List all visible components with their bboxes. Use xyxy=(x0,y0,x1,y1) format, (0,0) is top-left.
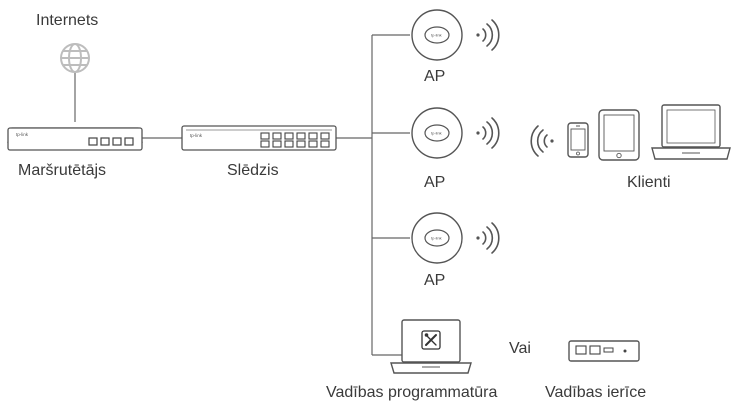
router-brand: tp-link xyxy=(16,132,29,137)
software-label: Vadības programmatūra xyxy=(326,384,498,401)
router-icon: tp-link xyxy=(7,127,143,151)
wifi-signal-icon xyxy=(476,222,500,254)
controller-software-icon xyxy=(390,319,472,374)
svg-text:tp-link: tp-link xyxy=(431,236,442,241)
controller-hardware-icon xyxy=(568,340,640,362)
wifi-signal-icon xyxy=(530,125,554,157)
phone-icon xyxy=(567,122,589,158)
access-point-icon: tp-link xyxy=(411,212,463,264)
internet-label: Internets xyxy=(36,12,99,29)
wifi-signal-icon xyxy=(476,117,500,149)
svg-text:tp-link: tp-link xyxy=(431,33,442,38)
laptop-icon xyxy=(651,104,731,160)
tablet-icon xyxy=(598,109,640,161)
clients-label: Klienti xyxy=(627,174,671,191)
switch-icon: tp-link xyxy=(181,125,337,151)
wifi-signal-icon xyxy=(476,19,500,51)
or-label: Vai xyxy=(509,340,531,357)
access-point-icon: tp-link xyxy=(411,107,463,159)
connection-lines xyxy=(74,34,410,356)
hardware-label: Vadības ierīce xyxy=(545,384,647,401)
ap-label-3: AP xyxy=(424,272,446,289)
router-label: Maršrutētājs xyxy=(18,162,107,179)
svg-text:tp-link: tp-link xyxy=(431,131,442,136)
globe-icon xyxy=(60,43,90,73)
switch-brand: tp-link xyxy=(190,133,203,138)
ap-label-1: AP xyxy=(424,68,446,85)
ap-label-2: AP xyxy=(424,174,446,191)
switch-label: Slēdzis xyxy=(227,162,279,179)
access-point-icon: tp-link xyxy=(411,9,463,61)
